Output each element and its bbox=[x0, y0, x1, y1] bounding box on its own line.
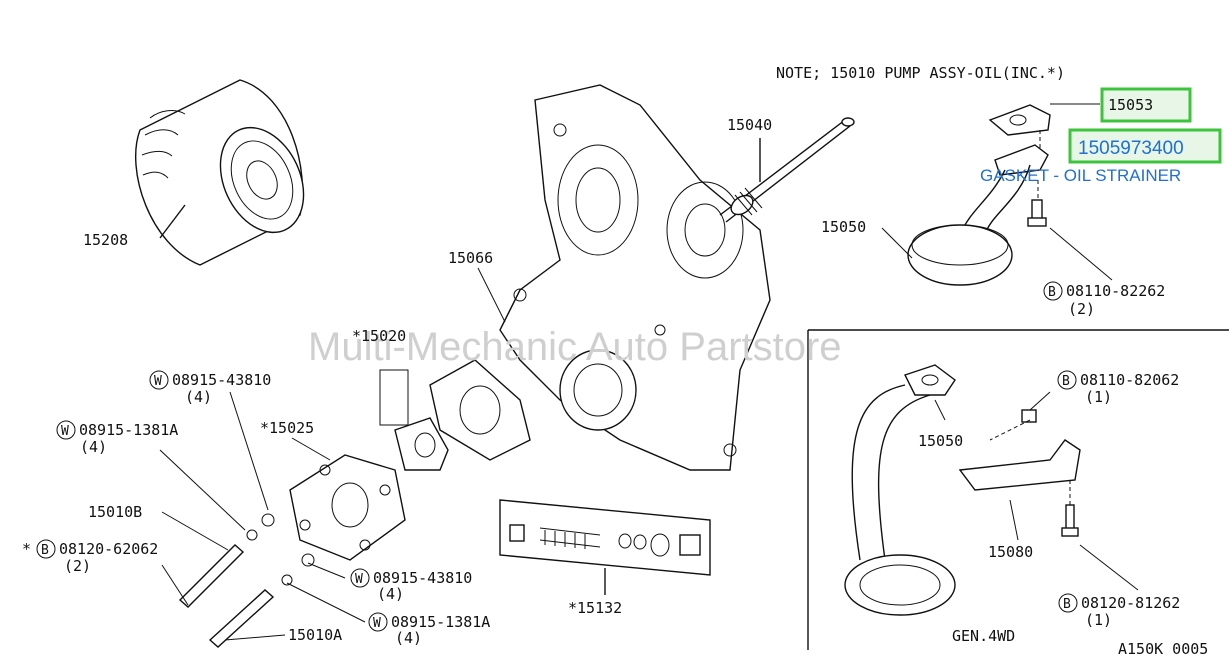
callout-08120-81262: B 08120-81262 (1) bbox=[1058, 593, 1180, 629]
callout-w08915-1381A-top: W 08915-1381A (4) bbox=[56, 420, 178, 456]
callout-08110-82062-qty: (1) bbox=[1085, 388, 1112, 406]
callout-15066: 15066 bbox=[448, 249, 493, 267]
callout-08110-82262-number: 08110-82262 bbox=[1066, 282, 1165, 300]
callout-w08915-43810-top: W 08915-43810 (4) bbox=[149, 370, 271, 406]
figure-code: A150K 0005 bbox=[1118, 640, 1208, 658]
callout-15010A: 15010A bbox=[288, 626, 342, 644]
washer-badge: W bbox=[355, 572, 363, 587]
callout-15040: 15040 bbox=[727, 116, 772, 134]
oil-pump-drawing bbox=[379, 359, 531, 471]
callout-15020: *15020 bbox=[352, 327, 406, 345]
callout-15132: *15132 bbox=[568, 599, 622, 617]
callout-w08915-1381A-top-number: 08915-1381A bbox=[79, 421, 178, 439]
callout-b08120-62062-qty: (2) bbox=[64, 557, 91, 575]
highlight-part-number: 15053 bbox=[1108, 96, 1153, 114]
callout-08110-82062: B 08110-82062 (1) bbox=[1057, 370, 1179, 406]
callout-15025: *15025 bbox=[260, 419, 314, 437]
inset-label: GEN.4WD bbox=[952, 627, 1015, 645]
callout-15010B: 15010B bbox=[88, 503, 142, 521]
bolt-badge: B bbox=[1063, 597, 1071, 612]
callout-b08120-62062-number: 08120-62062 bbox=[59, 540, 158, 558]
callout-08110-82262: B 08110-82262 (2) bbox=[1043, 281, 1165, 318]
drive-spindle-drawing bbox=[719, 117, 855, 223]
inset-frame bbox=[807, 329, 1229, 650]
callout-w08915-1381A-bot: W 08915-1381A (4) bbox=[368, 612, 490, 647]
callout-b08120-62062-prefix: * bbox=[22, 540, 31, 558]
callout-15208: 15208 bbox=[83, 231, 128, 249]
callout-w08915-43810-bot-qty: (4) bbox=[377, 585, 404, 603]
callout-b08120-62062: * B 08120-62062 (2) bbox=[22, 539, 158, 575]
inset-strainer-drawing bbox=[844, 364, 1081, 616]
note-text: NOTE; 15010 PUMP ASSY-OIL(INC.*) bbox=[776, 64, 1065, 82]
oil-filter-drawing bbox=[135, 79, 305, 266]
callout-w08915-1381A-bot-number: 08915-1381A bbox=[391, 613, 490, 631]
selected-part-link[interactable]: 1505973400 bbox=[1068, 128, 1222, 164]
selected-part-number: 1505973400 bbox=[1078, 138, 1184, 159]
watermark-text: Multi-Mechanic Auto Partstore bbox=[308, 325, 842, 369]
bolt-badge: B bbox=[1062, 374, 1070, 389]
callout-w08915-43810-bot: W 08915-43810 (4) bbox=[350, 568, 472, 603]
regulator-kit-drawing bbox=[499, 499, 711, 595]
callout-15080: 15080 bbox=[988, 543, 1033, 561]
selected-part-description: GASKET - OIL STRAINER bbox=[980, 166, 1181, 185]
callout-w08915-43810-top-number: 08915-43810 bbox=[172, 371, 271, 389]
callout-08120-81262-number: 08120-81262 bbox=[1081, 594, 1180, 612]
callout-w08915-1381A-bot-qty: (4) bbox=[395, 629, 422, 647]
bolt-badge: B bbox=[41, 543, 49, 558]
leader-lines bbox=[159, 103, 1139, 641]
callout-08120-81262-qty: (1) bbox=[1085, 611, 1112, 629]
oil-strainer-drawing bbox=[907, 104, 1051, 286]
callout-15050-top: 15050 bbox=[821, 218, 866, 236]
washer-badge: W bbox=[61, 424, 69, 439]
washer-badge: W bbox=[373, 616, 381, 631]
washer-badge: W bbox=[154, 374, 162, 389]
callout-w08915-43810-top-qty: (4) bbox=[185, 388, 212, 406]
bolt-badge: B bbox=[1048, 285, 1056, 300]
callout-08110-82062-number: 08110-82062 bbox=[1080, 371, 1179, 389]
pump-cover-drawing bbox=[178, 454, 406, 648]
highlight-part-15053[interactable]: 15053 bbox=[1100, 87, 1192, 123]
callout-w08915-43810-bot-number: 08915-43810 bbox=[373, 569, 472, 587]
callout-08110-82262-qty: (2) bbox=[1068, 300, 1095, 318]
callout-15050-inset: 15050 bbox=[918, 432, 963, 450]
callout-w08915-1381A-top-qty: (4) bbox=[80, 438, 107, 456]
timing-cover-drawing bbox=[499, 84, 771, 471]
